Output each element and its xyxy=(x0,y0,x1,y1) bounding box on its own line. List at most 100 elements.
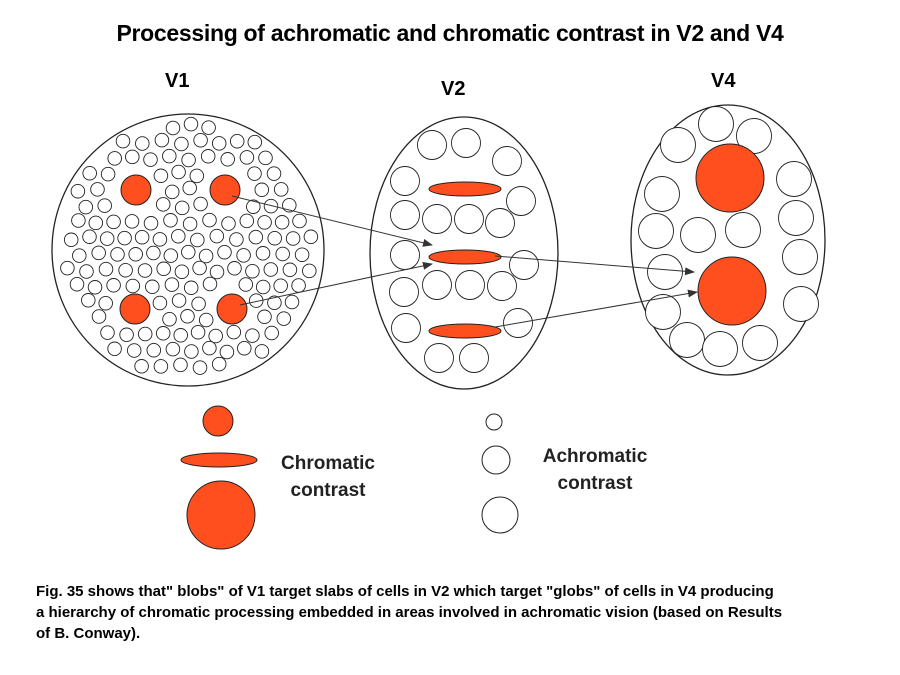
v1-cell xyxy=(291,278,306,293)
v1-cell xyxy=(155,197,171,212)
v1-cell xyxy=(245,263,260,279)
v1-cell xyxy=(257,215,272,230)
v1-cell xyxy=(190,324,206,340)
v1-cell xyxy=(245,328,260,343)
v1-cell xyxy=(88,215,104,231)
v1-cell xyxy=(202,212,217,228)
legend-small-blob xyxy=(202,405,234,437)
v1-cell xyxy=(156,261,171,277)
achromatic-legend-symbols xyxy=(481,413,519,534)
v1-cell xyxy=(155,326,171,341)
v2-slab xyxy=(428,323,502,339)
v4-area xyxy=(630,104,826,376)
v4-cell xyxy=(776,161,812,197)
arrow-v2-to-v4 xyxy=(494,289,698,328)
v2-cell xyxy=(454,204,484,234)
v1-cell xyxy=(200,149,216,164)
v1-cell xyxy=(174,264,190,279)
v1-cell xyxy=(117,230,132,246)
v4-glob xyxy=(697,256,767,326)
v1-cell xyxy=(145,279,160,295)
v1-cell xyxy=(182,216,198,232)
v2-cell xyxy=(417,130,447,160)
v1-cell xyxy=(284,294,300,310)
v4-cell xyxy=(680,217,716,253)
v1-cell xyxy=(267,230,282,246)
v4-cell xyxy=(778,200,814,236)
v1-cell xyxy=(198,248,214,264)
v1-cell xyxy=(126,343,142,358)
v1-cell xyxy=(137,263,153,278)
v1-cell xyxy=(263,262,279,277)
v1-cell xyxy=(273,278,288,293)
v2-cell xyxy=(455,270,485,300)
v1-cell xyxy=(193,196,208,212)
v1-cell xyxy=(282,197,297,213)
v1-cell xyxy=(302,263,317,279)
v2-cell xyxy=(422,204,452,234)
v1-cell xyxy=(247,134,263,150)
v1-cell xyxy=(258,150,273,166)
v1-cell xyxy=(217,244,232,260)
v1-cell xyxy=(91,245,106,261)
v1-cell xyxy=(267,295,282,311)
v1-cell xyxy=(181,244,196,260)
v1-cell xyxy=(81,293,96,308)
v1-cell xyxy=(134,359,149,374)
arrow-v1-to-v2 xyxy=(239,261,433,306)
v1-cell xyxy=(174,136,189,152)
v4-cell xyxy=(725,212,761,248)
v1-cell xyxy=(162,311,177,327)
v1-achromatic-cells xyxy=(60,116,319,375)
v2-cell xyxy=(390,166,420,196)
v1-cell xyxy=(146,245,161,261)
v1-cell xyxy=(165,120,181,136)
v1-cell xyxy=(285,231,301,246)
v2-cell xyxy=(391,313,421,343)
v1-cell xyxy=(276,311,292,326)
v1-cell xyxy=(198,312,214,328)
v1-cell xyxy=(246,199,261,214)
v1-cell xyxy=(236,248,251,263)
v1-cell xyxy=(211,136,227,151)
v1-cell xyxy=(173,328,188,343)
v1-cell xyxy=(184,344,199,359)
v4-cell xyxy=(669,322,705,358)
v4-cell xyxy=(702,331,738,367)
v1-cell xyxy=(219,344,235,360)
v1-cell xyxy=(134,229,150,245)
v2-area xyxy=(369,116,559,390)
v4-cell xyxy=(783,286,819,322)
v1-cell xyxy=(119,327,134,343)
v1-cell xyxy=(237,340,252,356)
v1-cell xyxy=(79,264,94,279)
v1-cell xyxy=(153,359,169,374)
legend-medium-cell xyxy=(481,445,511,475)
v1-cell xyxy=(78,199,94,215)
chromatic-legend-symbols xyxy=(180,405,258,550)
v1-cell xyxy=(118,262,133,278)
v2-cell xyxy=(390,200,420,230)
projection-arrows xyxy=(231,195,698,328)
v1-blob xyxy=(120,174,152,206)
v1-cell xyxy=(174,200,190,216)
v1-cell xyxy=(98,295,113,311)
v4-cell xyxy=(742,325,778,361)
v1-cell xyxy=(266,166,282,181)
v1-cell xyxy=(82,165,97,181)
v4-cell xyxy=(644,176,680,212)
v2-cell xyxy=(422,270,452,300)
v1-area xyxy=(51,113,325,387)
v1-cell xyxy=(98,261,114,277)
v1-cell xyxy=(152,295,168,311)
v2-slab xyxy=(428,181,502,197)
v1-cell xyxy=(229,133,245,149)
v1-cell xyxy=(153,168,169,184)
v1-cell xyxy=(152,232,168,247)
v4-cell xyxy=(660,127,696,163)
figure-caption: Fig. 35 shows that" blobs" of V1 target … xyxy=(36,581,876,644)
v1-cell xyxy=(171,164,186,180)
v1-cell xyxy=(164,277,180,292)
v2-cell xyxy=(459,343,489,373)
v1-label: V1 xyxy=(165,70,190,92)
